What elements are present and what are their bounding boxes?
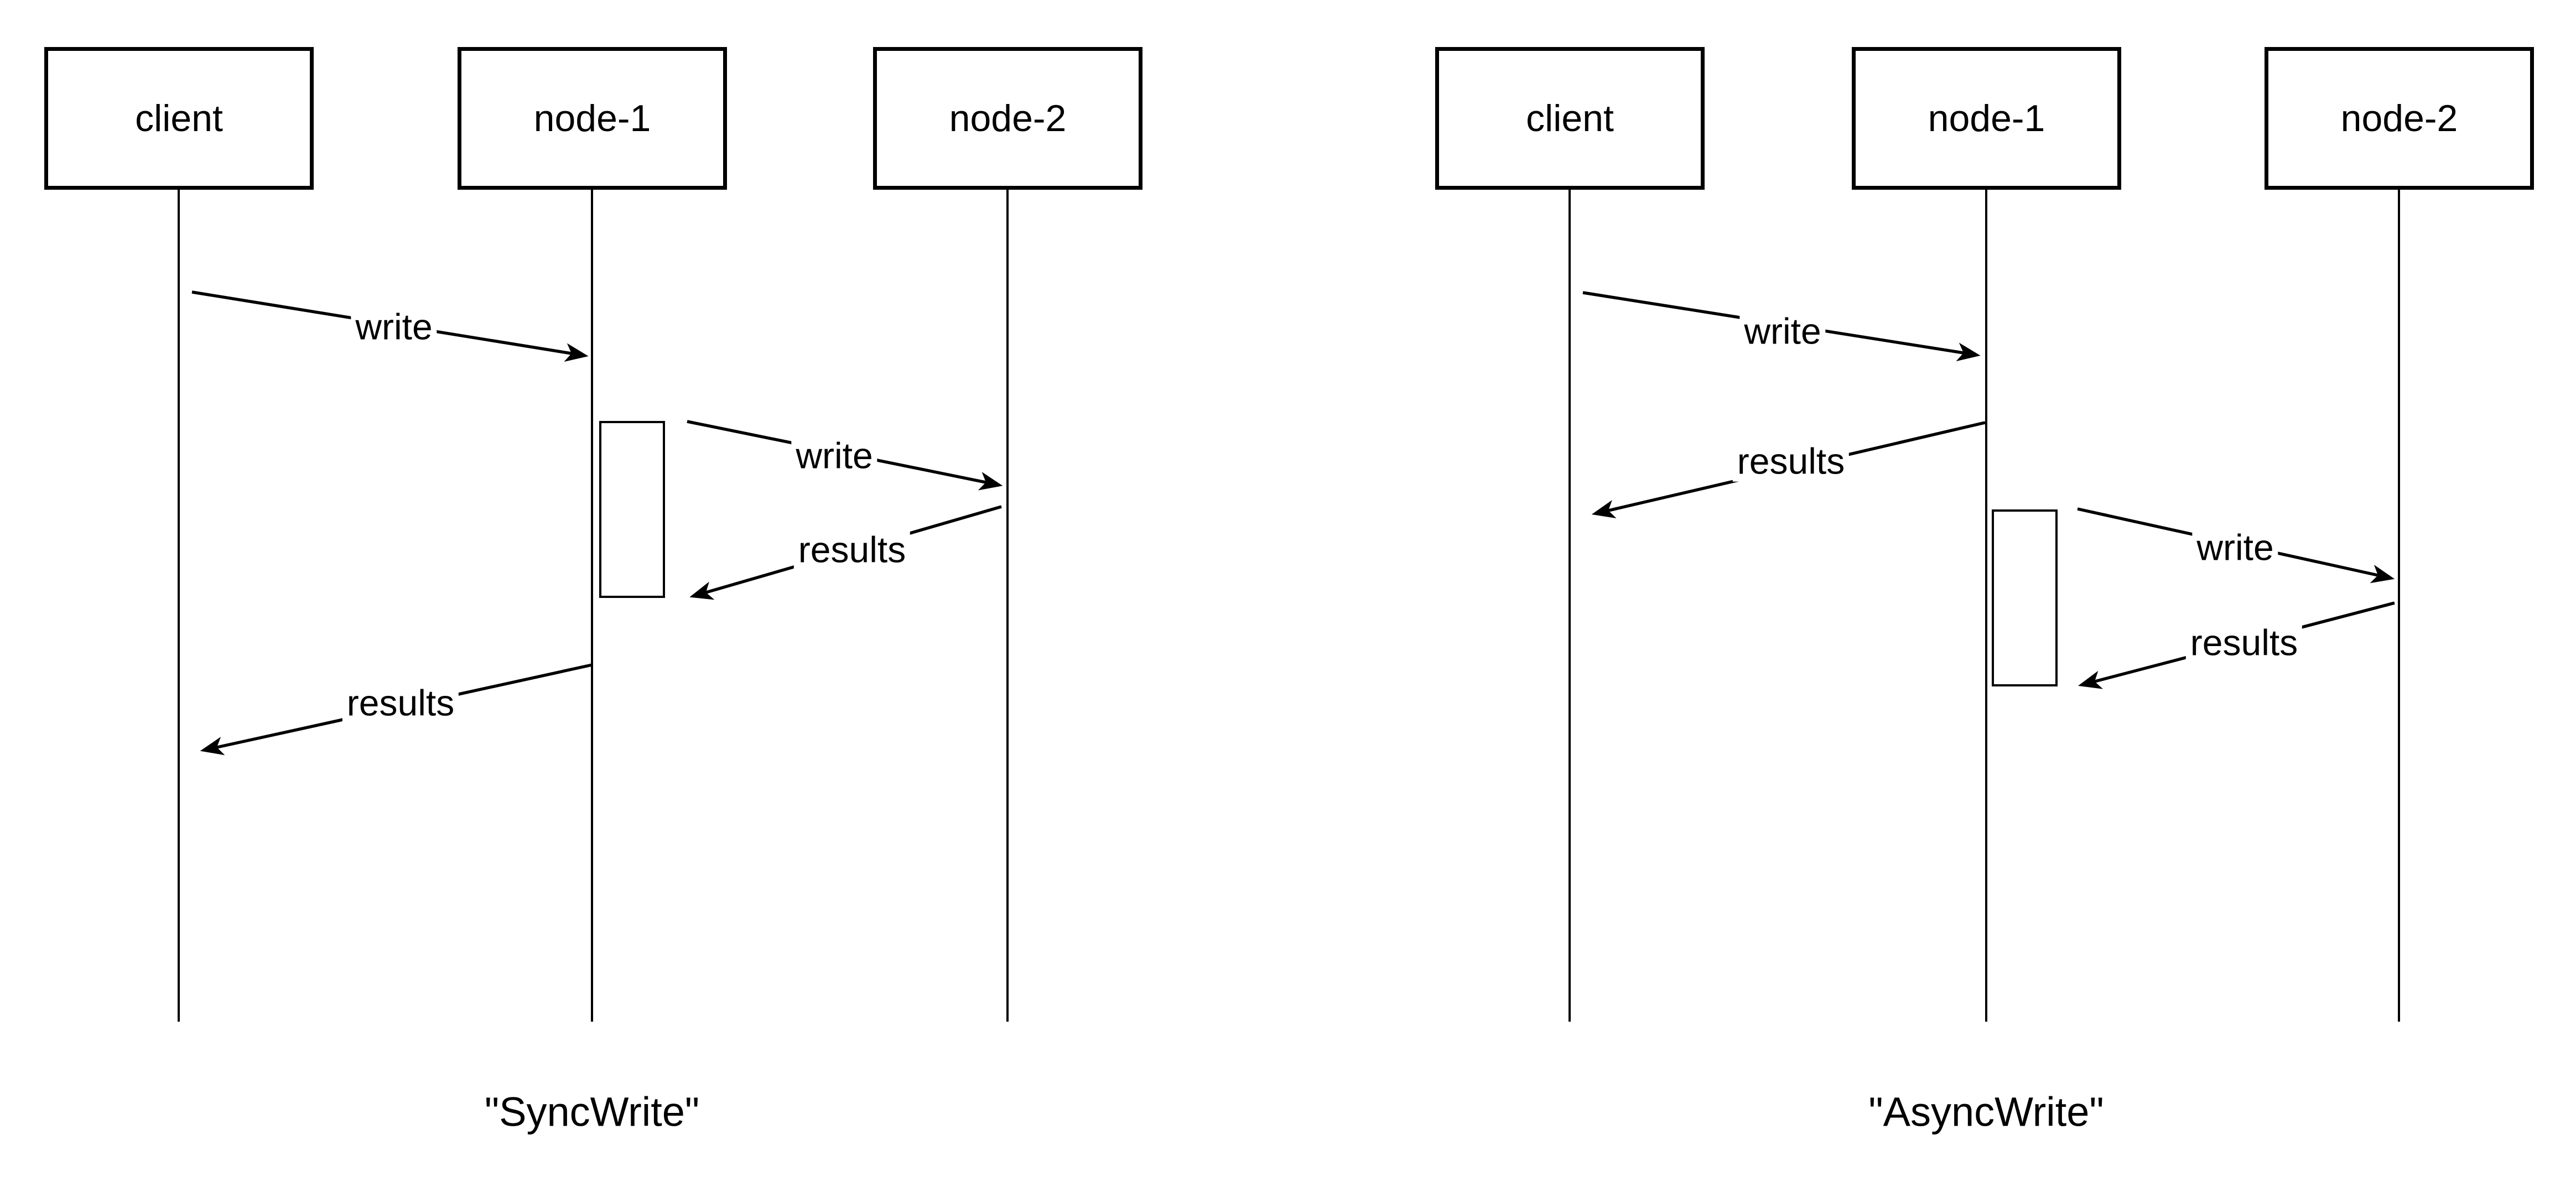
sync-activation-node1 [599,421,665,598]
sync-actor-box-node1: node-1 [458,47,727,190]
sync-lifeline-node2 [1006,190,1009,1022]
sync-message-label-write-2: write [791,436,877,476]
async-actor-label-node1: node-1 [1928,97,2045,139]
async-actor-box-node2: node-2 [2265,47,2534,190]
sync-diagram-caption: "SyncWrite" [484,1089,700,1135]
async-message-label-results-2: results [2185,623,2303,663]
sync-actor-label-node1: node-1 [533,97,651,139]
async-lifeline-node2 [2398,190,2400,1022]
sync-actor-box-client: client [44,47,314,190]
sync-lifeline-client [178,190,180,1022]
async-lifeline-client [1569,190,1571,1022]
async-actor-box-client: client [1435,47,1705,190]
sync-actor-box-node2: node-2 [873,47,1142,190]
async-activation-node1 [1992,509,2058,686]
sync-lifeline-node1 [591,190,593,1022]
async-lifeline-node1 [1985,190,1987,1022]
sync-message-label-write-1: write [351,307,437,347]
async-actor-label-node2: node-2 [2340,97,2458,139]
sync-message-label-results-2: results [342,683,459,724]
async-actor-box-node1: node-1 [1852,47,2121,190]
async-actor-label-client: client [1526,97,1614,139]
sync-actor-label-node2: node-2 [949,97,1067,139]
sync-actor-label-client: client [135,97,223,139]
async-message-label-write-2: write [2192,528,2278,568]
async-message-label-write-1: write [1739,311,1826,352]
async-message-label-results-1: results [1732,441,1850,482]
sync-message-label-results-1: results [793,530,911,570]
async-diagram-caption: "AsyncWrite" [1868,1089,2104,1135]
